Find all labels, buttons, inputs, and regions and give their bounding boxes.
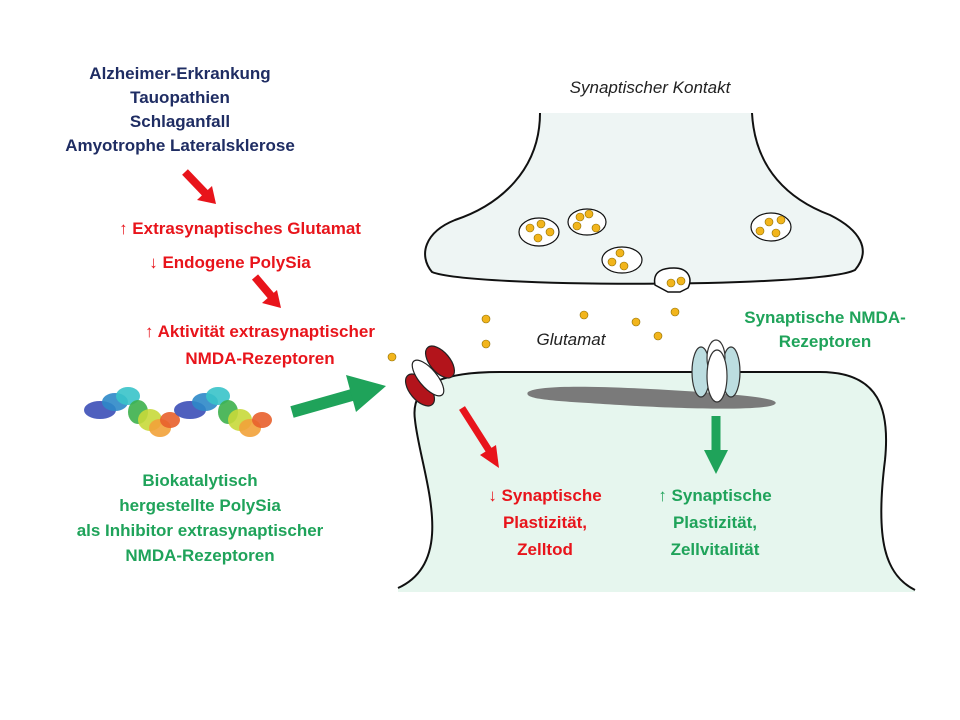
synapse-title: Synaptischer Kontakt — [569, 78, 731, 97]
arrow-receptor-to-death — [459, 406, 499, 468]
outcome-positive-line2: Plastizität, — [672, 513, 758, 532]
disease-schlaganfall: Schlaganfall — [129, 112, 231, 131]
extrasynaptic-nmda-receptor — [404, 345, 456, 407]
vesicle — [750, 212, 792, 242]
outcome-positive-line1: ↑ Synaptische — [658, 486, 772, 505]
synaptic-nmda-label: Synaptische NMDA- Rezeptoren — [705, 306, 945, 354]
postsynaptic-cell — [398, 372, 915, 592]
inhibitor-line1: Biokatalytisch — [142, 471, 258, 490]
glutamate-molecule — [676, 276, 686, 286]
synaptic-nmda-line2: Rezeptoren — [778, 332, 872, 351]
glutamate-molecule — [666, 278, 676, 288]
postsynaptic-membrane — [397, 371, 916, 591]
glutamate-molecule — [631, 317, 641, 327]
disease-als: Amyotrophe Lateralsklerose — [65, 136, 295, 155]
glutamate-molecule — [579, 310, 589, 320]
polysia-molecule-icon — [174, 387, 272, 437]
arrow-inhibitor-to-receptor — [290, 375, 386, 418]
glutamate-molecule — [670, 307, 680, 317]
arrow-disease-to-glutamat — [182, 169, 216, 204]
glutamat-label: Glutamat — [536, 330, 606, 349]
disease-list: Alzheimer-Erkrankung Tauopathien Schlaga… — [20, 62, 340, 158]
outcome-negative: ↓ Synaptische Plastizität, Zelltod — [455, 482, 635, 563]
effect-glutamat: ↑ Extrasynaptisches Glutamat — [119, 219, 361, 238]
postsynaptic-density — [527, 386, 776, 409]
inhibitor-line2: hergestellte PolySia — [119, 496, 281, 515]
outcome-positive: ↑ Synaptische Plastizität, Zellvitalität — [625, 482, 805, 563]
outcome-negative-line1: ↓ Synaptische — [488, 486, 602, 505]
glutamate-molecule — [481, 314, 491, 324]
arrow-synaptic-receptor-to-vitality — [704, 416, 728, 474]
vesicle — [567, 208, 607, 236]
glutamate-molecule — [387, 352, 397, 362]
arrow-polysia-to-activity — [251, 274, 281, 308]
synaptic-nmda-line1: Synaptische NMDA- — [744, 308, 906, 327]
effect-activity-line1: ↑ Aktivität extrasynaptischer — [145, 322, 375, 341]
vesicle — [601, 246, 643, 274]
effect-activity: ↑ Aktivität extrasynaptischer NMDA-Rezep… — [95, 320, 425, 371]
outcome-positive-line3: Zellvitalität — [670, 540, 760, 559]
glutamate-molecule — [653, 331, 663, 341]
outcome-negative-line2: Plastizität, — [502, 513, 588, 532]
glutamate-molecule — [481, 339, 491, 349]
outcome-negative-line3: Zelltod — [517, 540, 573, 559]
effect-activity-line2: NMDA-Rezeptoren — [185, 349, 335, 368]
synaptic-nmda-receptor — [691, 339, 741, 403]
inhibitor-line4: NMDA-Rezeptoren — [125, 546, 275, 565]
effect-polysia: ↓ Endogene PolySia — [149, 253, 311, 272]
inhibitor-text: Biokatalytisch hergestellte PolySia als … — [20, 468, 380, 568]
polysia-molecule-icon — [84, 387, 180, 437]
vesicle — [518, 217, 560, 247]
inhibitor-line3: als Inhibitor extrasynaptischer — [76, 521, 324, 540]
disease-alzheimer: Alzheimer-Erkrankung — [89, 64, 271, 83]
disease-tauopathien: Tauopathien — [130, 88, 230, 107]
presynaptic-terminal — [424, 112, 864, 285]
